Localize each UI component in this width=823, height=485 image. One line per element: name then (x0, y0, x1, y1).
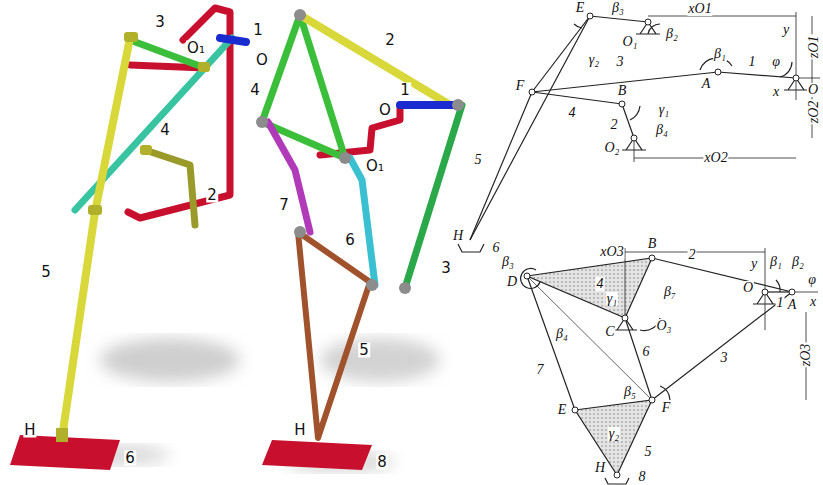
schematic-label: φ (771, 55, 781, 69)
schematic-label: zO2 (807, 100, 821, 125)
schematic-label: β₅ (623, 385, 637, 399)
schematic-label: O₃ (656, 319, 673, 333)
part-number: 3 (154, 15, 166, 30)
schematic-label: β₂ (665, 27, 679, 41)
schematic-label: xO1 (687, 2, 712, 16)
schematic-label: B (647, 237, 658, 251)
schematic-label: H (452, 229, 464, 243)
schematic-label: β₁ (769, 255, 783, 269)
part-number: 6 (344, 233, 356, 248)
schematic-label: 3 (720, 351, 729, 365)
part-number: O (378, 103, 392, 118)
schematic-label: 3 (616, 55, 625, 69)
part-number: 2 (384, 33, 396, 48)
schematic-label: 5 (474, 153, 483, 167)
part-number: 5 (40, 265, 52, 280)
schematic-label: E (575, 1, 586, 15)
schematic-label: D (506, 275, 518, 289)
part-number: 2 (206, 188, 218, 203)
schematic-label: O₁ (622, 35, 639, 49)
schematic-label: 6 (492, 241, 501, 255)
schematic-label: B (617, 84, 628, 98)
part-number: 3 (440, 261, 452, 276)
part-number: 8 (376, 455, 388, 470)
part-number: O₁ (365, 159, 385, 174)
schematic-label: zO1 (807, 35, 821, 60)
part-number: 6 (124, 451, 136, 466)
schematic-label: H (594, 461, 606, 475)
schematic-label: 2 (688, 248, 697, 262)
schematic-label: γ₁ (658, 103, 670, 117)
part-number: 5 (358, 343, 370, 358)
schematic-label: β₂ (791, 255, 805, 269)
part-number: 1 (252, 23, 264, 38)
schematic-label: 1 (748, 55, 757, 69)
schematic-label: β₃ (501, 255, 515, 269)
schematic-label: O₂ (604, 141, 621, 155)
schematic-label: γ₁ (606, 292, 618, 306)
part-number: H (293, 423, 306, 438)
schematic-label: E (557, 403, 568, 417)
schematic-label: C (604, 325, 615, 339)
schematic-label: O (742, 281, 754, 295)
schematic-label: β₇ (663, 285, 677, 299)
schematic-label: zO3 (799, 343, 813, 368)
schematic-label: A (787, 298, 798, 312)
schematic-label: β₁ (713, 47, 727, 61)
part-number: 1 (399, 83, 411, 98)
schematic-label: xO3 (599, 245, 624, 259)
schematic-label: O (807, 83, 819, 97)
schematic-label: 6 (642, 345, 651, 359)
schematic-label: 4 (596, 277, 605, 291)
schematic-label: β₄ (555, 327, 569, 341)
part-number: O (255, 53, 269, 68)
schematic-label: φ (807, 273, 817, 287)
schematic-label: γ₂ (608, 427, 620, 441)
schematic-label: F (661, 401, 672, 415)
schematic-label: 8 (638, 470, 647, 484)
schematic-label: x (809, 295, 817, 309)
part-number: 4 (249, 83, 261, 98)
schematic-label: 4 (568, 106, 577, 120)
schematic-label: F (515, 79, 526, 93)
schematic-label: 2 (610, 118, 619, 132)
schematic-label: γ₂ (588, 53, 600, 67)
schematic-label: β₃ (611, 1, 625, 15)
schematic-label: 1 (776, 296, 785, 310)
schematic-label: x (772, 85, 780, 99)
schematic-label: y (750, 257, 758, 271)
part-number: 7 (278, 198, 290, 213)
schematic-label: 7 (536, 363, 545, 377)
schematic-label: xO2 (703, 151, 728, 165)
schematic-label: y (782, 23, 790, 37)
schematic-label: 5 (644, 445, 653, 459)
schematic-label: β₄ (655, 123, 669, 137)
part-number: H (23, 423, 36, 438)
schematic-label: A (701, 77, 712, 91)
part-number: O₁ (186, 41, 206, 56)
part-number: 4 (159, 123, 171, 138)
